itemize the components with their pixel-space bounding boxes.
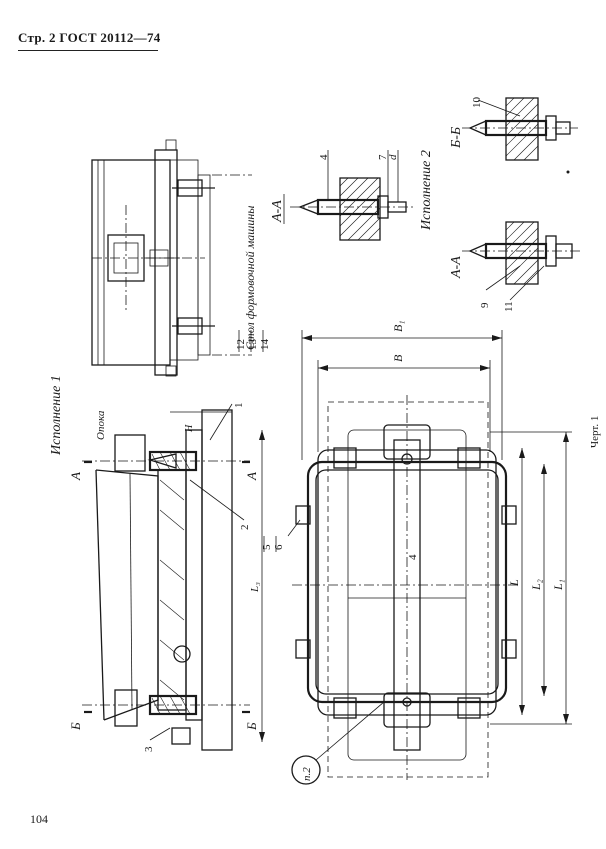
section-aa-v2-view	[462, 221, 580, 301]
dim-l2: L₂	[529, 579, 543, 591]
pos-5: 5	[261, 544, 273, 550]
section-aa-title: А-А	[270, 200, 285, 223]
note-ref: п.2	[301, 767, 313, 781]
variant1-title: Исполнение 1	[49, 375, 64, 456]
dot-mark	[566, 170, 570, 174]
page-header: Стр. 2 ГОСТ 20112—74	[18, 30, 161, 45]
pos-4: 4	[318, 154, 330, 160]
dim-b1: B₁	[391, 320, 405, 332]
marker-a-right: А	[244, 472, 259, 481]
dim-l1: L₁	[551, 579, 565, 591]
pos-14: 14	[259, 339, 271, 351]
pos-6: 6	[273, 544, 285, 550]
header-rule	[18, 50, 158, 51]
pos-2: 2	[239, 525, 251, 531]
elevation-view	[82, 409, 265, 751]
section-bb-title: Б-Б	[449, 127, 464, 149]
section-aa-v2-title: А-А	[449, 256, 464, 279]
figure-caption: Черт. 1	[589, 416, 601, 448]
pos-4-plan: 4	[407, 554, 419, 560]
dim-b: B	[391, 354, 405, 362]
note-ref-circle	[291, 755, 321, 785]
section-bb-view	[462, 97, 578, 161]
page-number: 104	[30, 812, 48, 826]
position-labels-12-14: 12 13 14	[235, 330, 271, 352]
dim-h: H	[184, 424, 195, 433]
marker-b-left: Б	[68, 722, 83, 731]
opoka-label: Опока	[95, 410, 107, 440]
dim-l3: L₃	[249, 582, 261, 593]
pos-7: 7	[377, 154, 389, 160]
plan-view	[292, 330, 572, 780]
marker-b-right: Б	[244, 722, 259, 731]
marker-a-left: А	[68, 472, 83, 481]
pos-1: 1	[233, 403, 245, 409]
pin-detail-view	[290, 150, 415, 241]
pos-12: 12	[235, 339, 247, 350]
table-label: Стол формовочной машины	[243, 206, 257, 350]
pos-3: 3	[143, 746, 155, 752]
pos-11: 11	[503, 301, 515, 312]
dim-d: d	[387, 154, 399, 160]
pos-10: 10	[471, 97, 483, 109]
section-markers	[84, 460, 250, 714]
pos-13: 13	[247, 339, 259, 351]
section-aa-upper-view	[91, 139, 252, 377]
pos-9: 9	[479, 302, 491, 308]
variant2-title: Исполнение 2	[419, 150, 434, 231]
dim-l: L	[507, 579, 521, 587]
